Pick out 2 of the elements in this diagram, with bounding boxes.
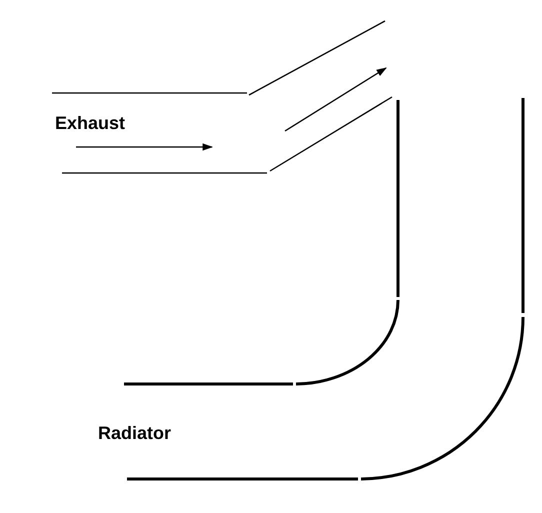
- label-text: Exhaust: [55, 114, 126, 132]
- label-text: Radiator: [98, 424, 172, 442]
